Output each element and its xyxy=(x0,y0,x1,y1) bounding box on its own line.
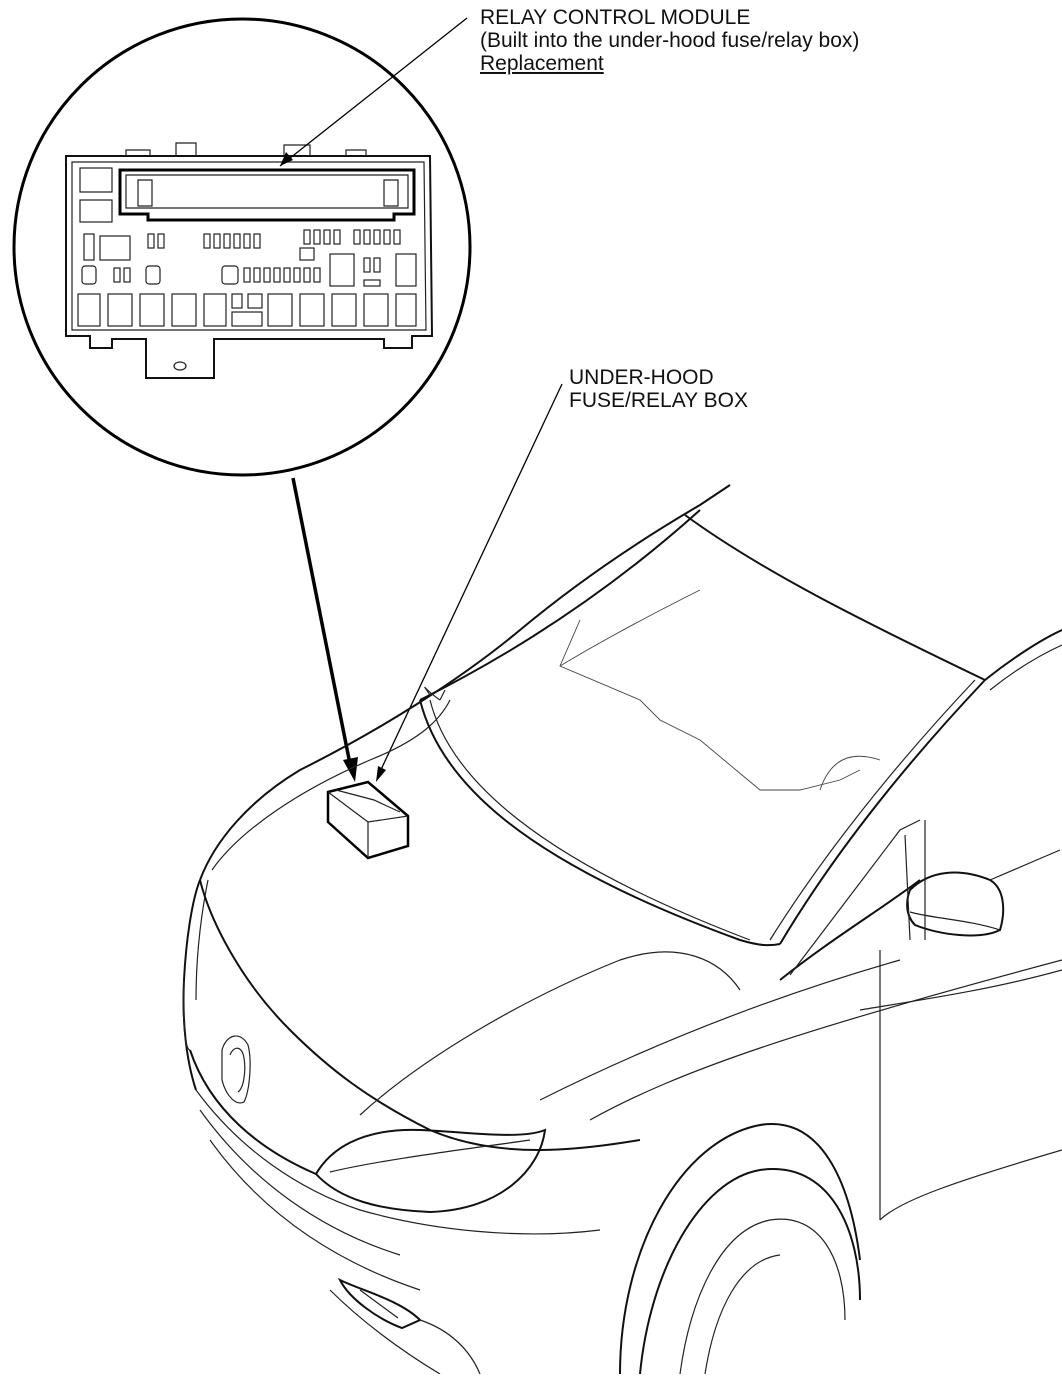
fuse-relay-box-topview xyxy=(65,142,434,379)
relay-control-module-callout: RELAY CONTROL MODULE (Built into the und… xyxy=(480,6,859,75)
mounting-hole xyxy=(173,361,187,371)
rcm-leader xyxy=(279,17,468,167)
magnifier-circle xyxy=(12,17,472,477)
replacement-link[interactable]: Replacement xyxy=(480,52,604,75)
fuse-box-label-line1: UNDER-HOOD xyxy=(569,366,714,389)
rcm-title: RELAY CONTROL MODULE xyxy=(480,6,751,29)
detail-magnifier xyxy=(12,17,472,477)
fuse-box-leader xyxy=(376,383,563,782)
relay-control-module-connector xyxy=(118,168,416,222)
fuse-box-label-line2: FUSE/RELAY BOX xyxy=(569,389,748,412)
location-arrow xyxy=(291,477,358,782)
car-illustration xyxy=(182,484,1062,1375)
under-hood-box-callout: UNDER-HOOD FUSE/RELAY BOX xyxy=(569,366,748,412)
rcm-subtitle: (Built into the under-hood fuse/relay bo… xyxy=(480,29,860,52)
under-hood-fuse-box xyxy=(326,780,410,860)
